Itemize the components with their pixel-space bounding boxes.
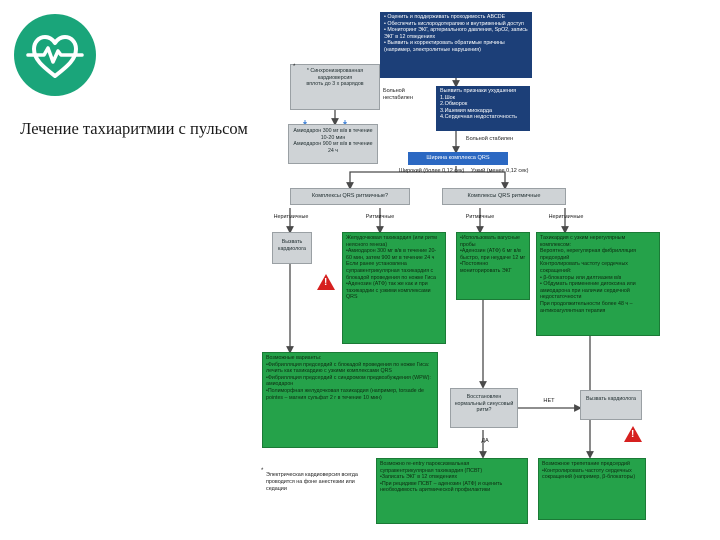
wide-regular-label: Ритмичные <box>365 214 395 220</box>
warning-icon-1: ! <box>317 274 335 290</box>
connector-narrow <box>456 171 509 190</box>
call-cardiologist-box-1: Вызвать кардиолога <box>272 232 312 264</box>
wide-rhythm-question: Комплексы QRS ритмичные? <box>290 188 410 205</box>
heart-logo <box>14 14 96 96</box>
yes-label: ДА <box>481 438 489 444</box>
cardioversion-box: * Синхронизированная кардиоверсия вплоть… <box>290 64 380 110</box>
psvt-box: Возможно re-entry пароксизмальная суправ… <box>376 458 528 524</box>
unstable-label: Больной нестабилен <box>383 88 413 101</box>
wide-label: Широкий (более 0,12 сек) <box>399 168 465 174</box>
no-label: НЕТ <box>543 398 555 404</box>
narrow-rhythm-question: Комплексы QRS ритмичные <box>442 188 566 205</box>
stable-label: Больной стабилен <box>466 136 514 142</box>
slide-title: Лечение тахиаритмии с пульсом <box>20 119 248 138</box>
warning-icon-2: ! <box>624 426 642 442</box>
narrow-regular-treatment-box: •Использовать вагусные пробы •Аденозин (… <box>456 232 530 300</box>
wide-regular-treatment-box: Желудочковая тахикардия (или ритм неясно… <box>342 232 446 344</box>
narrow-irregular-treatment-box: Тахикардия с узким нерегулярным комплекс… <box>536 232 660 336</box>
footnote-star: * <box>261 468 264 474</box>
connector-wide <box>346 166 457 190</box>
qrs-width-box: Ширина комплекса QRS <box>408 152 508 165</box>
atrial-flutter-box: Возможное трепетание предсердий •Контрол… <box>538 458 646 520</box>
call-cardiologist-box-2: Вызвать кардиолога <box>580 390 642 420</box>
heart-pulse-icon <box>26 35 84 78</box>
wide-irregular-label: Неритмичные <box>273 214 309 220</box>
sinus-restored-question: Восстановлен нормальный синусовый ритм? <box>450 388 518 428</box>
narrow-irregular-label: Неритмичные <box>548 214 584 220</box>
wide-irregular-options-box: Возможные варианты: •Фибрилляция предсер… <box>262 352 438 448</box>
initial-assessment-box: • Оценить и поддерживать проходимость AB… <box>380 12 532 78</box>
narrow-regular-label: Ритмичные <box>465 214 495 220</box>
cardioversion-footnote: Электрическая кардиоверсия всегда провод… <box>266 472 358 492</box>
narrow-label: Узкий (менее 0,12 сек) <box>471 168 529 174</box>
deterioration-signs-box: Выявить признаки ухудшения 1.Шок 2.Обмор… <box>436 86 530 131</box>
amiodarone-box: Амиодарон 300 мг в/в в течение 10-20 мин… <box>288 124 378 164</box>
cardioversion-star: * <box>293 64 296 70</box>
